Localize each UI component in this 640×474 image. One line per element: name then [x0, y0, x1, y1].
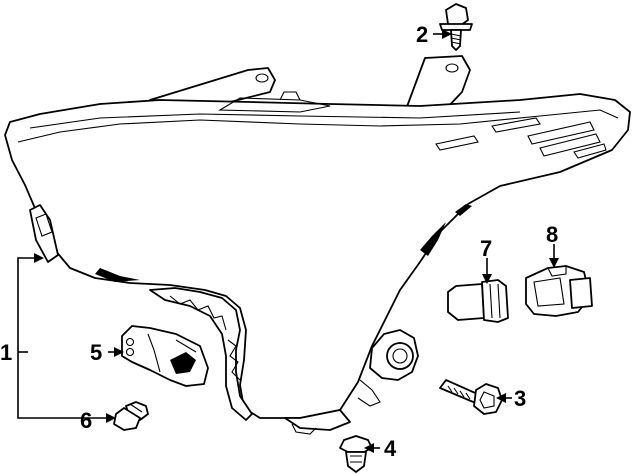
callout-6: 6: [80, 408, 92, 433]
screw-icon[interactable]: [439, 3, 473, 51]
socket-icon[interactable]: [525, 265, 593, 317]
bolt-icon[interactable]: [439, 379, 503, 415]
leader-line-1: [17, 257, 110, 419]
adjuster-icon[interactable]: [113, 401, 149, 431]
callout-5: 5: [90, 340, 102, 365]
push-clip-icon[interactable]: [339, 435, 373, 473]
callout-7: 7: [480, 236, 492, 261]
callout-4: 4: [384, 436, 397, 461]
callout-1: 1: [0, 340, 12, 365]
bulb-icon[interactable]: [447, 279, 509, 323]
callout-3: 3: [514, 386, 526, 411]
callout-2: 2: [416, 22, 428, 47]
headlamp-assembly-icon[interactable]: [4, 55, 631, 435]
callout-8: 8: [546, 222, 558, 247]
bracket-icon[interactable]: [121, 325, 209, 387]
